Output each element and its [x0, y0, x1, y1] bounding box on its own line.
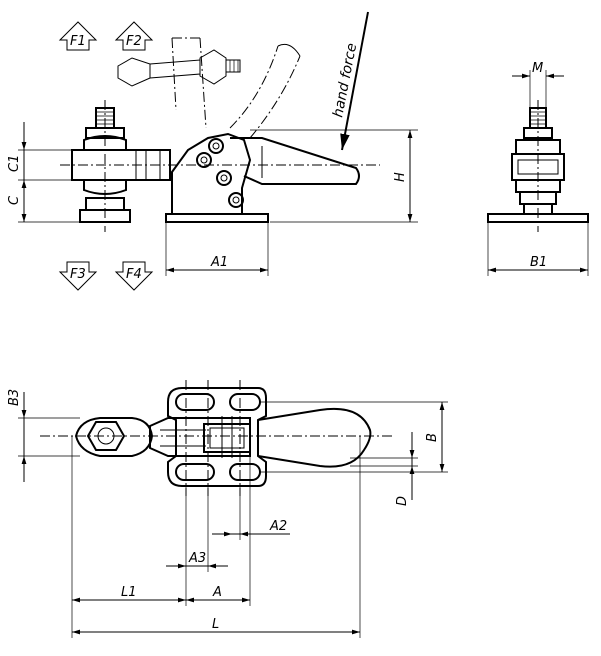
force-arrow-f4: F4: [114, 261, 154, 291]
c-label: C: [7, 195, 22, 205]
d-label: D: [395, 496, 410, 506]
force-arrow-f2: F2: [114, 21, 154, 51]
h-label: H: [393, 172, 408, 182]
c1-label: C1: [7, 155, 22, 172]
hand-force-arrow: hand force: [330, 11, 369, 151]
a-label: A: [212, 585, 222, 600]
spindle-head: [74, 417, 154, 457]
dim-d: D: [395, 432, 415, 506]
b3-label: B3: [7, 389, 22, 406]
f1-label: F1: [70, 34, 86, 49]
top-view: B3 B D A2 A3: [7, 380, 448, 638]
force-arrow-f3: F3: [58, 261, 98, 291]
open-position-phantom: [117, 37, 301, 139]
b1-label: B1: [530, 255, 547, 270]
f3-label: F3: [70, 267, 86, 282]
dim-h: H: [250, 129, 418, 223]
l-label: L: [212, 617, 219, 632]
m-label: M: [532, 61, 543, 76]
front-view: M B1: [487, 61, 589, 276]
f4-label: F4: [126, 267, 142, 282]
a1-label: A1: [210, 255, 228, 270]
dim-b1: B1: [487, 222, 589, 276]
a3-label: A3: [188, 551, 206, 566]
handle: [230, 137, 360, 185]
force-arrow-f1: F1: [58, 21, 98, 51]
dim-l: L: [72, 617, 360, 635]
f2-label: F2: [126, 34, 142, 49]
dim-a1: A1: [165, 222, 269, 276]
dim-m: M: [512, 61, 564, 108]
l1-label: L1: [121, 585, 137, 600]
dim-a: A: [186, 585, 250, 603]
dim-b: B: [425, 402, 445, 472]
dim-a2: A2: [212, 519, 290, 537]
dim-c1: C1 C: [7, 122, 80, 223]
base-plate: [165, 132, 269, 223]
a2-label: A2: [269, 519, 287, 534]
dim-b3: B3: [7, 389, 27, 482]
dim-l1: L1: [72, 585, 186, 603]
side-view: hand force C1 C H A1: [7, 11, 418, 276]
dim-a3: A3: [166, 551, 228, 569]
spindle: [79, 100, 131, 232]
b-label: B: [425, 433, 440, 442]
